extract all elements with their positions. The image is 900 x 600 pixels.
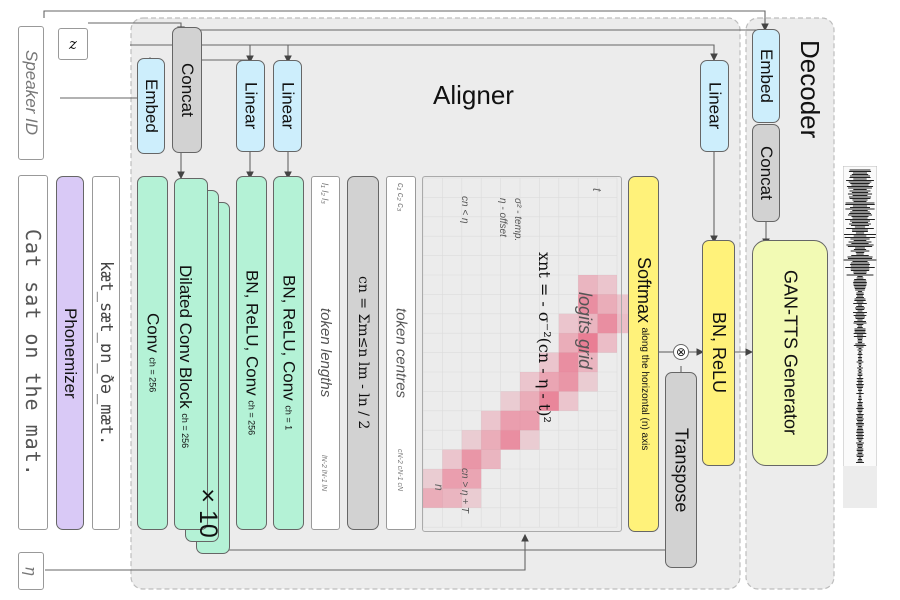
token-lengths-start: l₁ l₂ l₃ [320,183,330,204]
grid-heat-cell [442,488,462,508]
grid-heat-cell [461,469,482,489]
concat-block: Concat [172,27,202,153]
token-lengths: token lengths l₁ l₂ l₃ lN-2 lN-1 lN [311,176,340,530]
decoder-title: Decoder [795,40,825,139]
grid-heat-cell [578,333,598,353]
bn-conv-a-channels: ch = 256 [246,400,257,436]
grid-condition-high: cn > η + T [459,468,470,514]
grid-heat-cell [442,449,462,469]
grid-heat-cell [442,469,462,489]
bn-conv-b-channels: ch = 1 [283,405,294,431]
grid-heat-cell [597,294,617,314]
bn-conv-block-a: BN, ReLU, Conv ch = 256 [236,176,267,530]
gan-tts-generator: GAN-TTS Generator [752,240,828,466]
input-sentence: Cat sat on the mat. [18,175,48,530]
grid-axis-t: t [590,188,604,192]
dilated-channels: ch = 256 [180,413,190,449]
grid-heat-cell [558,352,579,372]
embed-block: Embed [137,58,165,154]
grid-heat-cell [578,313,598,334]
conv-label: Conv [143,313,163,354]
grid-heat-cell [520,372,540,392]
conv-channels: ch = 256 [147,357,158,393]
phonemizer-block: Phonemizer [56,176,84,530]
token-lengths-end: lN-2 lN-1 lN [320,455,327,492]
grid-heat-cell [597,333,617,353]
speaker-id-input: Speaker ID [18,26,44,160]
grid-heat-cell [520,430,540,450]
logits-grid-label: logits grid [575,292,595,370]
grid-heat-cell [578,372,598,392]
grid-heat-cell [461,488,482,508]
logits-grid [422,176,622,532]
grid-heat-cell [578,352,598,372]
grid-heat-cell [500,391,520,411]
z-input: z [58,28,88,60]
repeat-label: ×10 [194,482,222,538]
grid-heat-cell [539,352,559,372]
grid-heat-cell [461,430,482,450]
grid-heat-cell [423,488,443,508]
linear-block-a: Linear [236,60,265,152]
bn-conv-block-b: BN, ReLU, Conv ch = 1 [273,176,304,530]
conv-block: Conv ch = 256 [137,176,168,530]
grid-axis-n: n [432,484,446,491]
linear-block-b: Linear [273,60,302,152]
grid-heat-cell [481,430,501,450]
decoder-concat-block: Concat [752,124,780,222]
eta-input: η [18,552,44,590]
grid-heat-cell [597,275,617,295]
grid-cells [422,177,637,528]
grid-heat-cell [500,430,520,450]
dilated-label: Dilated Conv Block [176,265,195,410]
grid-heat-cell [539,391,559,411]
grid-heat-cell [481,410,501,431]
softmax-label: Softmax [634,257,654,324]
grid-legend-sigma: σ² - temp. [512,198,523,242]
grid-heat-cell [558,372,579,392]
grid-heat-cell [520,410,540,431]
grid-heat-cell [597,313,617,334]
bn-conv-b-label: BN, ReLU, Conv [279,275,299,402]
waveform-output [843,166,877,508]
aligner-title: Aligner [433,80,514,110]
grid-heat-cell [578,294,598,314]
grid-condition-low: cn < η [459,196,470,224]
grid-formula: xnt = - σ⁻²(cn - η - t)² [535,252,554,423]
dilated-conv-block: Dilated Conv Block ch = 256 [174,178,208,530]
token-centres: token centres c₁ c₂ c₃ cN-2 cN-1 cN [386,176,416,530]
phoneme-sequence: kæt_sæt_ɒn_ðə_mæt. [92,176,120,530]
softmax-note: along the horizontal (n) axis [639,327,650,451]
token-centres-end: cN-2 cN-1 cN [396,449,403,492]
grid-heat-cell [481,449,501,469]
grid-heat-cell [461,449,482,469]
bn-relu-block: BN, ReLU [702,240,735,466]
bn-conv-a-label: BN, ReLU, Conv [242,270,262,397]
multiply-node: ⊗ [673,344,689,360]
softmax-block: Softmax along the horizontal (n) axis [628,176,659,532]
grid-heat-cell [578,275,598,295]
grid-heat-cell [558,313,579,334]
grid-heat-cell [558,333,579,353]
transpose-block: Transpose [665,372,697,568]
grid-legend-eta: η - offset [497,198,508,237]
decoder-embed-block: Embed [752,29,780,123]
grid-heat-cell [539,372,559,392]
cumsum-block: cn = Σm≤n lm - ln / 2 [347,176,379,530]
grid-heat-cell [558,391,579,411]
grid-heat-cell [520,391,540,411]
grid-heat-cell [500,410,520,431]
token-centres-start: c₁ c₂ c₃ [396,183,406,212]
grid-heat-cell [423,469,443,489]
linear-block-c: Linear [700,60,729,152]
